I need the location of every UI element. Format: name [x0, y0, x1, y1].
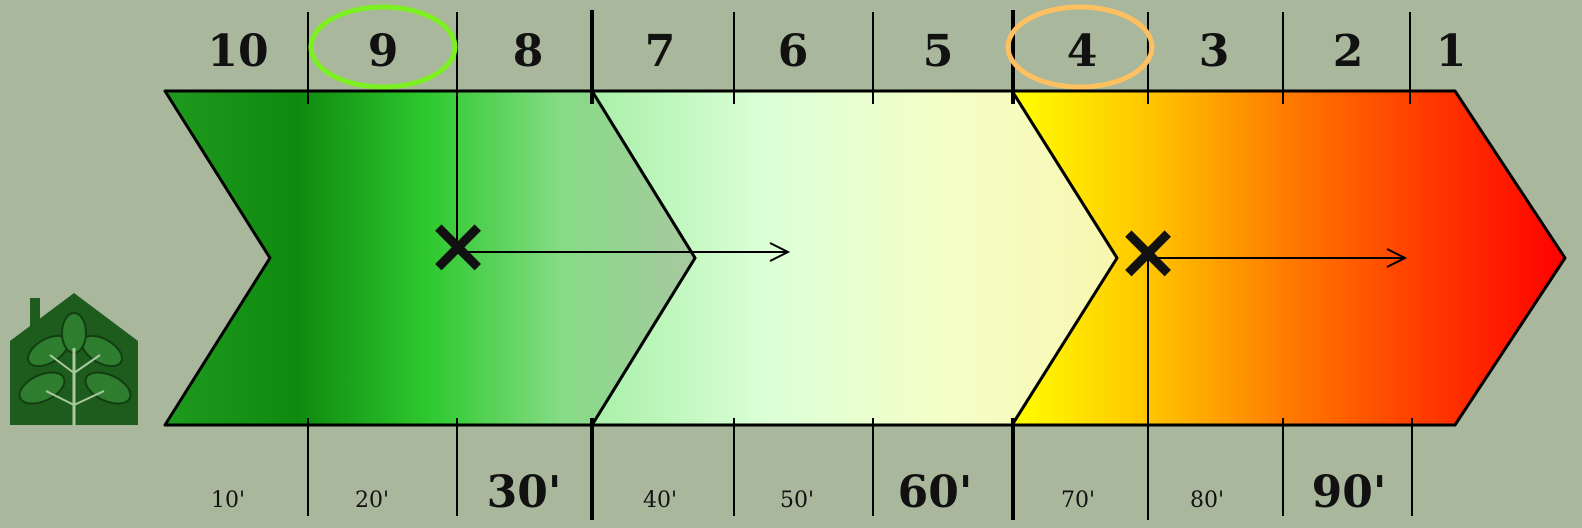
leaf-house-icon: [10, 293, 138, 425]
top-label: 8: [513, 26, 544, 77]
marker-x-right: ×: [1115, 207, 1180, 297]
top-label: 6: [778, 26, 809, 77]
top-label: 3: [1199, 26, 1230, 77]
bottom-label: 60': [898, 467, 973, 518]
bottom-label: 50': [780, 488, 814, 513]
top-label: 7: [645, 26, 676, 77]
top-label: 9: [368, 26, 399, 77]
top-scale: 10 9 8 7 6 5 4 3 2 1: [207, 26, 1466, 77]
top-label: 10: [207, 26, 268, 77]
top-label: 1: [1436, 26, 1467, 77]
bottom-label: 70': [1061, 488, 1095, 513]
top-dividers: [307, 10, 1411, 104]
top-label: 4: [1067, 26, 1098, 77]
marker-x-left: ×: [425, 201, 490, 291]
bottom-label: 40': [643, 488, 677, 513]
highlight-ellipse-4: [1005, 4, 1155, 90]
bottom-label: 20': [355, 488, 389, 513]
bottom-label: 80': [1190, 488, 1224, 513]
pointer-left: [456, 90, 791, 262]
pointer-right: [1147, 248, 1408, 425]
bottom-label: 90': [1312, 467, 1387, 518]
bottom-dividers: [307, 418, 1413, 520]
top-label: 5: [923, 26, 954, 77]
bottom-label: 10': [211, 488, 245, 513]
bottom-label: 30': [487, 467, 562, 518]
highlight-ellipse-9: [308, 4, 458, 90]
top-label: 2: [1333, 26, 1364, 77]
bottom-scale: 10' 20' 30' 40' 50' 60' 70' 80' 90': [211, 467, 1386, 518]
